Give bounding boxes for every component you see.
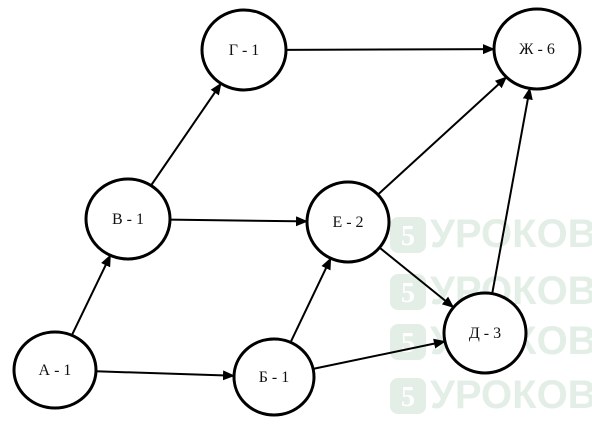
node-circle <box>12 330 98 410</box>
watermark-badge-text: 5 <box>401 221 415 252</box>
edge-a-b <box>95 370 235 381</box>
nodes-layer: А - 1 Б - 1 В - 1 Г - 1 Д - 3 Е - 2 Ж - 6 <box>12 7 582 417</box>
edge-d-zh <box>491 87 533 294</box>
node-zh: Ж - 6 <box>492 7 582 91</box>
node-label: Е - 2 <box>332 214 363 231</box>
node-a: А - 1 <box>12 330 98 410</box>
node-circle <box>442 291 528 375</box>
edge-b-e <box>289 257 332 343</box>
node-v: В - 1 <box>84 177 172 261</box>
edge-b-d <box>312 338 446 370</box>
watermark-badge-text: 5 <box>401 382 415 413</box>
watermark-badge-text: 5 <box>401 278 415 309</box>
node-b: Б - 1 <box>232 337 316 417</box>
node-circle <box>305 180 391 264</box>
edges-layer <box>70 44 533 381</box>
node-label: Б - 1 <box>259 369 290 386</box>
edge-a-v <box>70 254 112 336</box>
edge-v-g <box>150 82 222 187</box>
node-label: В - 1 <box>112 211 144 228</box>
node-circle <box>492 7 582 91</box>
watermark-badge <box>390 378 426 414</box>
watermark-badge <box>390 274 426 310</box>
edge-g-zh <box>285 44 495 55</box>
edge-e-d <box>378 246 455 309</box>
node-circle <box>84 177 172 261</box>
node-g: Г - 1 <box>200 8 288 92</box>
watermark-text: УРОКОВ <box>430 212 592 256</box>
watermark-badge <box>390 217 426 253</box>
node-e: Е - 2 <box>305 180 391 264</box>
watermark-row: 5 УРОКОВ <box>390 373 592 417</box>
watermark-row: 5 УРОКОВ <box>390 212 592 256</box>
node-label: Ж - 6 <box>519 41 555 58</box>
node-circle <box>200 8 288 92</box>
node-label: А - 1 <box>39 362 72 379</box>
node-circle <box>232 337 316 417</box>
edge-e-zh <box>377 76 508 196</box>
node-d: Д - 3 <box>442 291 528 375</box>
edge-v-e <box>169 216 308 227</box>
node-label: Г - 1 <box>229 42 260 59</box>
watermark-text: УРОКОВ <box>430 373 592 417</box>
node-label: Д - 3 <box>469 325 501 342</box>
watermark-badge-text: 5 <box>401 328 415 359</box>
